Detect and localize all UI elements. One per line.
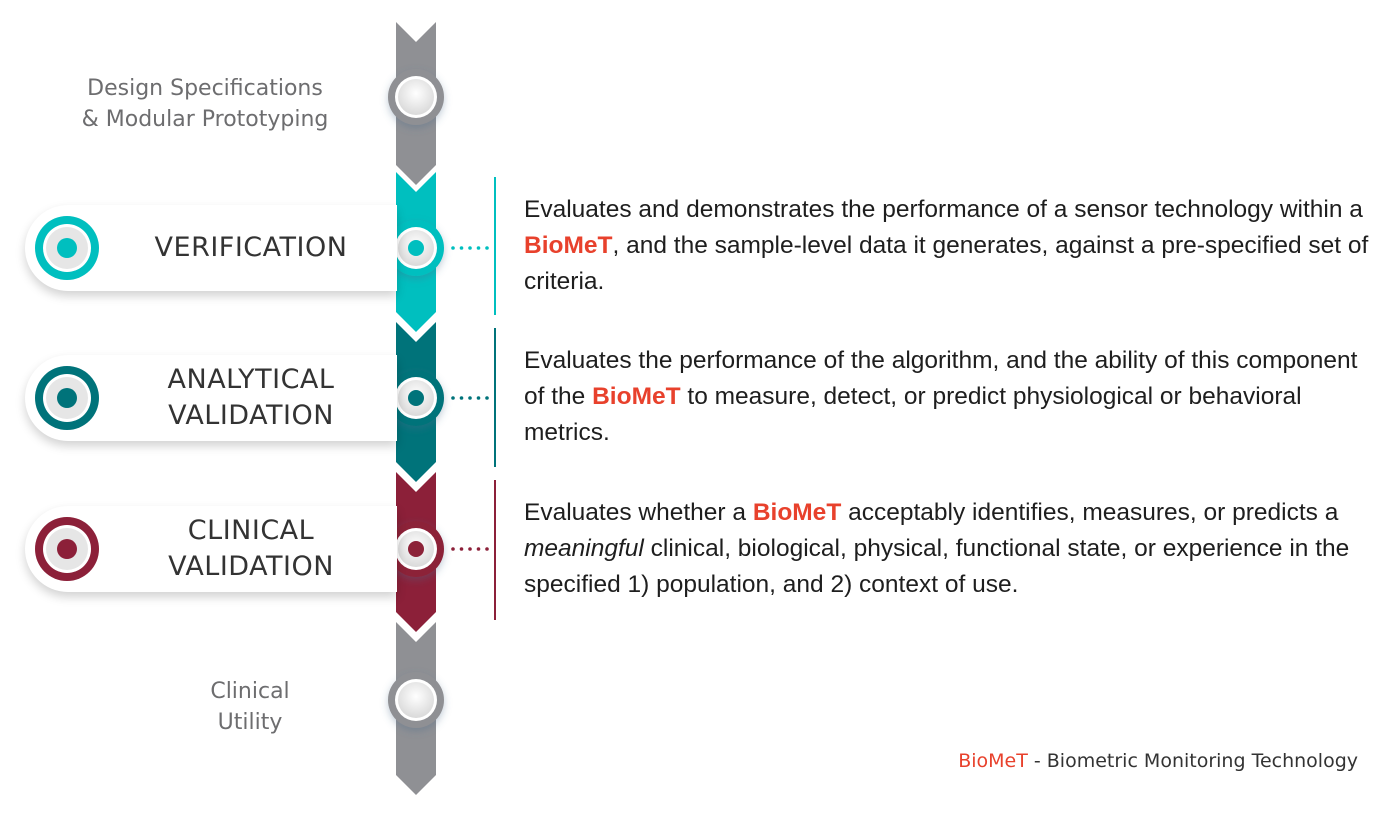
- stage-design-line2: & Modular Prototyping: [81, 107, 329, 132]
- analytical-label-line2: VALIDATION: [168, 400, 334, 431]
- node-utility-icon: [388, 672, 444, 728]
- desc-text: , and the sample-level data it generates…: [524, 232, 1369, 295]
- analytical-description: Evaluates the performance of the algorit…: [524, 343, 1384, 451]
- node-analytical-icon-dot: [408, 390, 424, 406]
- node-verification-icon-dot: [408, 240, 424, 256]
- biomet-term: BioMeT: [752, 499, 842, 526]
- utility-line2: Utility: [217, 710, 283, 735]
- footer-text: - Biometric Monitoring Technology: [1027, 750, 1358, 772]
- connector-dot: [451, 246, 455, 250]
- verification-card: VERIFICATION: [25, 205, 397, 291]
- connector-dot: [459, 547, 464, 551]
- clinical-label-line1: CLINICAL: [187, 515, 315, 546]
- biomet-term: BioMeT: [524, 232, 613, 259]
- node-utility-icon-inner: [398, 682, 434, 718]
- footer-legend: BioMeT - Biometric Monitoring Technology: [958, 750, 1358, 772]
- verification-description: Evaluates and demonstrates the performan…: [524, 192, 1384, 300]
- connector-dot: [451, 396, 455, 400]
- clinical-label-line2: VALIDATION: [168, 551, 334, 582]
- node-design-icon-inner: [398, 79, 434, 115]
- stage-design-line1: Design Specifications: [87, 76, 323, 101]
- connector-dot: [459, 396, 464, 400]
- connector-dot: [485, 396, 489, 400]
- analytical-divider: [494, 328, 496, 467]
- desc-text: acceptably identifies, measures, or pred…: [841, 499, 1339, 526]
- clinical-validation-card: CLINICAL VALIDATION: [25, 506, 397, 592]
- connector-dot: [485, 547, 489, 551]
- desc-text: to measure, detect, or predict physiolog…: [524, 383, 1302, 446]
- connector-dot: [468, 547, 472, 551]
- desc-text: Evaluates the performance of the algorit…: [524, 347, 1358, 410]
- utility-line1: Clinical: [210, 679, 290, 704]
- node-clinical-icon: [388, 521, 444, 577]
- verification-divider: [494, 177, 496, 315]
- verification-label: VERIFICATION: [154, 232, 348, 263]
- connector-dot: [476, 396, 481, 400]
- connector-dot: [476, 547, 481, 551]
- node-clinical-icon-dot: [408, 541, 424, 557]
- clinical-description: Evaluates whether a BioMeT acceptably id…: [524, 495, 1384, 603]
- node-verification-icon: [388, 220, 444, 276]
- desc-emphasis: meaningful: [524, 535, 644, 562]
- connector-dot: [476, 246, 481, 250]
- footer-brand: BioMeT: [958, 750, 1028, 772]
- desc-text: Evaluates whether a: [524, 499, 753, 526]
- analytical-validation-card: ANALYTICAL VALIDATION: [25, 355, 397, 441]
- desc-text: Evaluates and demonstrates the performan…: [524, 196, 1363, 223]
- node-analytical-icon: [388, 370, 444, 426]
- desc-text: clinical, biological, physical, function…: [524, 535, 1350, 598]
- node-design-icon: [388, 69, 444, 125]
- clinical-divider: [494, 480, 496, 620]
- connector-dot: [468, 396, 472, 400]
- analytical-label-line1: ANALYTICAL: [167, 364, 335, 395]
- connector-dot: [451, 547, 455, 551]
- biomet-term: BioMeT: [592, 383, 681, 410]
- connector-dot: [485, 246, 489, 250]
- connector-dot: [459, 246, 464, 250]
- connector-dot: [468, 246, 472, 250]
- stage-design-specifications: Design Specifications & Modular Prototyp…: [40, 73, 370, 135]
- stage-clinical-utility: Clinical Utility: [150, 676, 350, 738]
